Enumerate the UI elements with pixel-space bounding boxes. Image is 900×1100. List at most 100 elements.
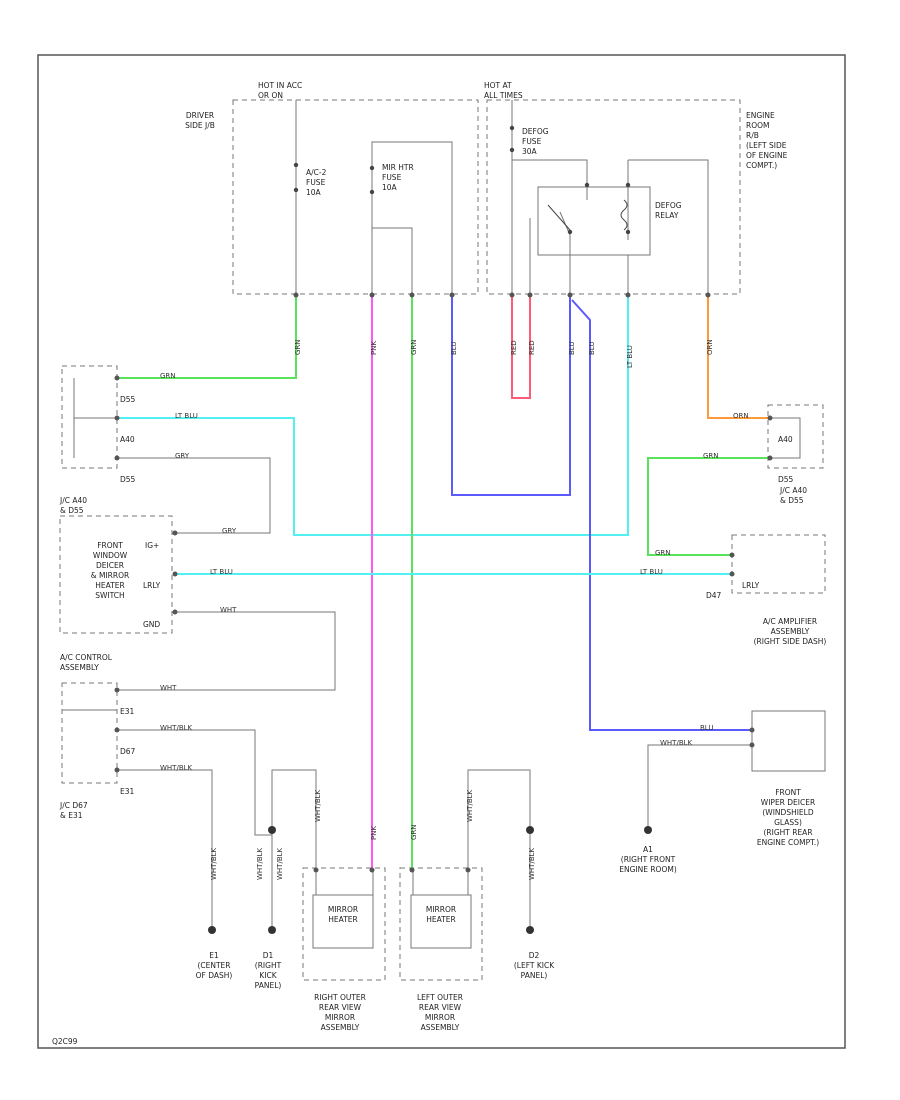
ground-points bbox=[208, 826, 652, 934]
vertical-wire-labels: GRN PNK GRN BLU RED RED BLU BLU LT BLU O… bbox=[210, 339, 714, 880]
ground-e1 bbox=[208, 926, 216, 934]
conn-d55-bot: D55 bbox=[120, 475, 136, 484]
conn-d67: D67 bbox=[120, 747, 136, 756]
vwl-red2: RED bbox=[528, 340, 536, 355]
wire-orn-a40 bbox=[707, 295, 770, 419]
wl-wht2: WHT bbox=[160, 684, 177, 692]
wl-blu1: BLU bbox=[700, 724, 713, 732]
label-jc-a40-left: J/C A40& D55 bbox=[59, 496, 87, 515]
ground-d2 bbox=[526, 926, 534, 934]
doc-id: Q2C99 bbox=[52, 1037, 78, 1046]
fuse-relay-symbols bbox=[293, 125, 631, 235]
wl-ltblu3: LT BLU bbox=[640, 568, 663, 576]
wire-color-labels: GRN LT BLU GRY GRY LT BLU WHT WHT WHT/BL… bbox=[160, 372, 749, 772]
wire-blu-loop bbox=[451, 295, 571, 496]
vwl-grn2: GRN bbox=[410, 339, 418, 355]
vwl-grn-low: GRN bbox=[410, 824, 418, 840]
wire-grn-amp bbox=[647, 457, 770, 556]
right-mirror-heater-element bbox=[312, 894, 374, 949]
wl-orn1: ORN bbox=[733, 412, 749, 420]
label-jc-a40-right: J/C A40& D55 bbox=[779, 486, 807, 505]
connector-labels: D55 A40 D55 A40 D55 D47 E31 D67 E31 IG+ … bbox=[120, 395, 794, 796]
wl-gry2: GRY bbox=[222, 527, 237, 535]
left-mirror-heater-element bbox=[410, 894, 472, 949]
wl-wht1: WHT bbox=[220, 606, 237, 614]
vwl-whtblk-d2: WHT/BLK bbox=[528, 847, 536, 880]
ac-amplifier-box bbox=[731, 534, 826, 594]
vwl-blu: BLU bbox=[450, 342, 458, 355]
conn-e31-top: E31 bbox=[120, 707, 135, 716]
conn-a40-left: A40 bbox=[120, 435, 135, 444]
relay-coil bbox=[620, 199, 628, 231]
vwl-ltblu: LT BLU bbox=[626, 345, 634, 368]
ground-a1 bbox=[644, 826, 652, 834]
ground-d1 bbox=[268, 926, 276, 934]
vwl-whtblk-l: WHT/BLK bbox=[466, 789, 474, 822]
switch-pin-lrly: LRLY bbox=[143, 581, 161, 590]
conn-d47: D47 bbox=[706, 591, 722, 600]
jc-d67-box bbox=[61, 682, 118, 784]
wire-blu-deicer bbox=[571, 299, 752, 731]
switch-pin-ig: IG+ bbox=[145, 541, 159, 550]
wl-whtblk3: WHT/BLK bbox=[660, 739, 693, 747]
wire-grn-a40 bbox=[117, 295, 297, 379]
label-jc-d67: J/C D67& E31 bbox=[59, 801, 88, 820]
wire-ltblu-to-rb bbox=[117, 295, 629, 536]
amp-pin-lrly: LRLY bbox=[742, 581, 760, 590]
vwl-orn: ORN bbox=[706, 339, 714, 355]
deicer-box bbox=[751, 710, 826, 772]
vwl-grn: GRN bbox=[294, 339, 302, 355]
defog-relay-box bbox=[537, 186, 651, 256]
relay-switch-contact bbox=[547, 204, 571, 231]
jc-a40-left-box bbox=[61, 365, 118, 469]
wl-whtblk2: WHT/BLK bbox=[160, 764, 193, 772]
wl-grn2: GRN bbox=[703, 452, 719, 460]
vwl-whtblk-r: WHT/BLK bbox=[314, 789, 322, 822]
conn-e31-bot: E31 bbox=[120, 787, 135, 796]
vwl-whtblk-d1b: WHT/BLK bbox=[276, 847, 284, 880]
jc-a40-right-box bbox=[767, 404, 824, 469]
conn-d55-top: D55 bbox=[120, 395, 136, 404]
vwl-blu3: BLU bbox=[588, 342, 596, 355]
vwl-pnk: PNK bbox=[370, 341, 378, 355]
connector-pins bbox=[114, 292, 773, 873]
wl-ltblu1: LT BLU bbox=[175, 412, 198, 420]
vwl-pnk-low: PNK bbox=[370, 826, 378, 840]
front-switch-box bbox=[59, 515, 173, 634]
wl-grn1: GRN bbox=[160, 372, 176, 380]
ground-d2b bbox=[526, 826, 534, 834]
wl-gry1: GRY bbox=[175, 452, 190, 460]
wl-grn3: GRN bbox=[655, 549, 671, 557]
conn-d55-right: D55 bbox=[778, 475, 794, 484]
vwl-red: RED bbox=[510, 340, 518, 355]
conn-a40-right: A40 bbox=[778, 435, 793, 444]
switch-pin-gnd: GND bbox=[143, 620, 160, 629]
wl-whtblk1: WHT/BLK bbox=[160, 724, 193, 732]
diagram-frame bbox=[37, 54, 846, 1049]
vwl-whtblk-d1: WHT/BLK bbox=[256, 847, 264, 880]
left-mirror-box bbox=[399, 867, 483, 981]
right-mirror-box bbox=[302, 867, 386, 981]
engine-room-rb-box bbox=[486, 99, 741, 295]
